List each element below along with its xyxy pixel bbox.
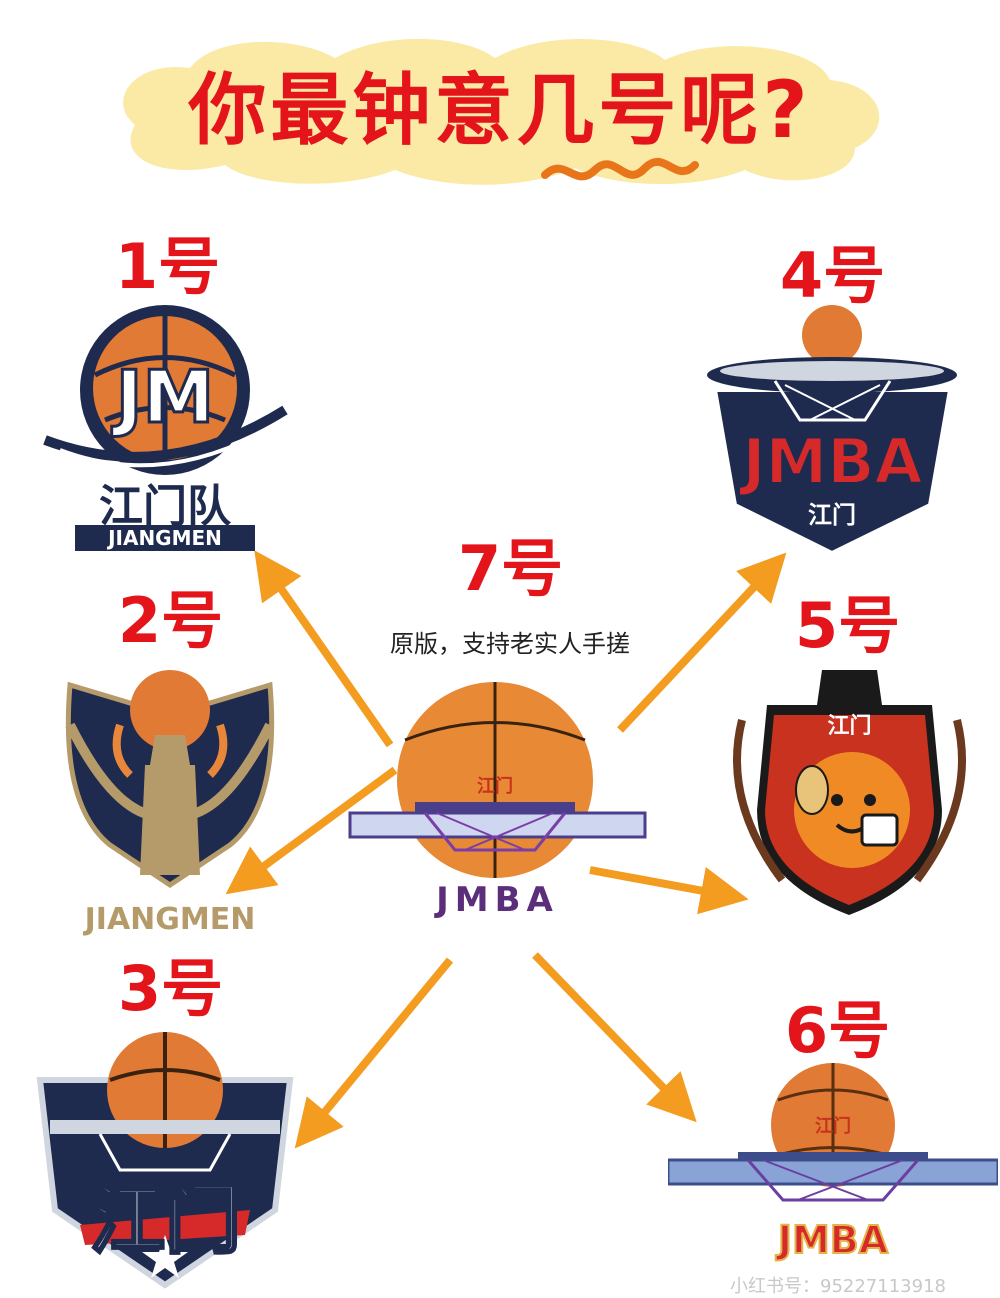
option-5-logo[interactable]: 江门 — [712, 660, 987, 920]
logo-7-main-text: JMBA — [436, 880, 559, 920]
logo-1-cn-text: 江门队 — [99, 481, 231, 532]
logo-1-en-text: JIANGMEN — [75, 525, 255, 551]
option-4-label[interactable]: 4号 — [780, 239, 886, 312]
arrow-to-4 — [617, 552, 787, 733]
option-7-label[interactable]: 7号 — [458, 532, 564, 605]
option-1-label[interactable]: 1号 — [115, 230, 221, 303]
title-cloud — [123, 38, 880, 185]
option-1-logo[interactable]: JM 江门队 JIANGMEN — [35, 300, 295, 555]
option-2-label[interactable]: 2号 — [118, 584, 224, 657]
option-6-logo[interactable]: 江门 JMBA — [666, 1060, 1000, 1265]
arrow-to-6 — [532, 952, 697, 1123]
option-6-label[interactable]: 6号 — [785, 994, 891, 1067]
logo-5-graphic — [733, 670, 966, 915]
option-2-logo[interactable]: JIANGMEN — [50, 655, 290, 937]
logo-4-cn-text: 江门 — [808, 501, 856, 529]
logo-3-cn-text: 江门 — [88, 1174, 243, 1266]
logo-6-main-text: JMBA — [777, 1217, 889, 1263]
arrow-to-3 — [294, 957, 454, 1149]
logo-7-cn-text: 江门 — [477, 776, 513, 797]
logo-2-graphic — [65, 670, 275, 889]
logo-4-graphic — [707, 305, 957, 556]
logo-1-graphic — [43, 305, 288, 475]
logo-5-cn-text: 江门 — [827, 714, 872, 739]
option-3-logo[interactable]: 江门 — [20, 1020, 310, 1292]
option-7-logo[interactable]: 江门 JMBA — [345, 680, 650, 920]
option-4-logo[interactable]: JMBA 江门 — [705, 305, 960, 556]
option-5-label[interactable]: 5号 — [795, 589, 901, 662]
arrow-to-2 — [225, 766, 398, 895]
logo-3-graphic — [36, 1032, 294, 1289]
option-7-note: 原版，支持老实人手搓 — [390, 630, 630, 658]
logo-6-graphic — [666, 1063, 1000, 1202]
arrow-to-1 — [254, 550, 394, 748]
logo-2-en-text: JIANGMEN — [84, 902, 256, 937]
page-title: 你最钟意几号呢? — [188, 66, 812, 156]
logo-7-graphic — [348, 682, 647, 878]
watermark: 小红书号：95227113918 — [730, 1276, 946, 1297]
logo-4-main-text: JMBA — [741, 424, 923, 499]
logo-6-cn-text: 江门 — [815, 1116, 851, 1137]
logo-1-main-text: JM — [114, 354, 215, 441]
arrow-to-5 — [589, 866, 749, 915]
option-3-label[interactable]: 3号 — [118, 952, 224, 1025]
